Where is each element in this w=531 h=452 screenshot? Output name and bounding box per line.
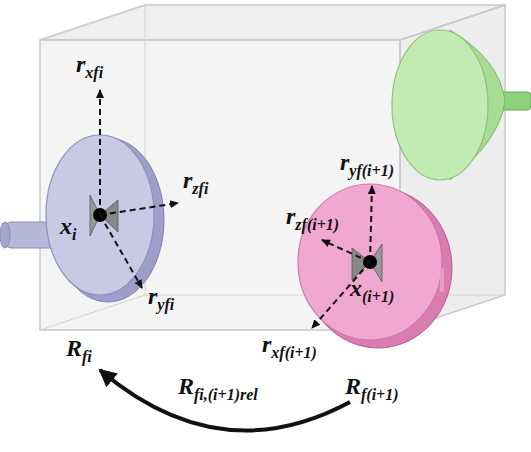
hemisphere-joint xyxy=(0,135,164,302)
symbol: x xyxy=(60,213,72,239)
symbol: r xyxy=(262,331,271,357)
symbol: x xyxy=(350,275,362,301)
frame-label: Rf(i+1) xyxy=(345,374,399,403)
subscript: fi xyxy=(82,348,92,365)
symbol: r xyxy=(286,203,295,229)
axis-label: rxfi xyxy=(76,52,103,81)
frame-axes xyxy=(100,90,372,328)
subscript: zf(i+1) xyxy=(295,216,339,233)
subscript: (i+1) xyxy=(362,288,394,305)
frame-label: Rfi xyxy=(66,336,92,365)
subscript: f(i+1) xyxy=(361,386,399,403)
cone-joint xyxy=(392,30,531,180)
axis-label: rzfi xyxy=(183,168,208,197)
symbol: R xyxy=(345,373,361,399)
symbol: r xyxy=(340,149,349,175)
symbol: r xyxy=(148,283,157,309)
position-label: xi xyxy=(60,214,76,243)
subscript: xfi xyxy=(85,64,103,81)
subscript: xf(i+1) xyxy=(271,344,317,361)
subscript: zfi xyxy=(192,180,208,197)
disc-joint xyxy=(298,184,452,348)
subscript: fi,(i+1)rel xyxy=(194,386,258,403)
symbol: r xyxy=(76,51,85,77)
subscript: i xyxy=(72,226,76,243)
subscript: yf(i+1) xyxy=(349,162,394,179)
subscript: yfi xyxy=(157,296,174,313)
axis-label: rzf(i+1) xyxy=(286,204,339,233)
position-label: x(i+1) xyxy=(350,276,394,305)
axis-label: ryfi xyxy=(148,284,174,313)
rotation-arrow xyxy=(100,370,350,430)
rotation-label: Rfi,(i+1)rel xyxy=(178,374,258,403)
symbol: R xyxy=(66,335,82,361)
symbol: R xyxy=(178,373,194,399)
axis-label: rxf(i+1) xyxy=(262,332,317,361)
symbol: r xyxy=(183,167,192,193)
axis-label: ryf(i+1) xyxy=(340,150,394,179)
